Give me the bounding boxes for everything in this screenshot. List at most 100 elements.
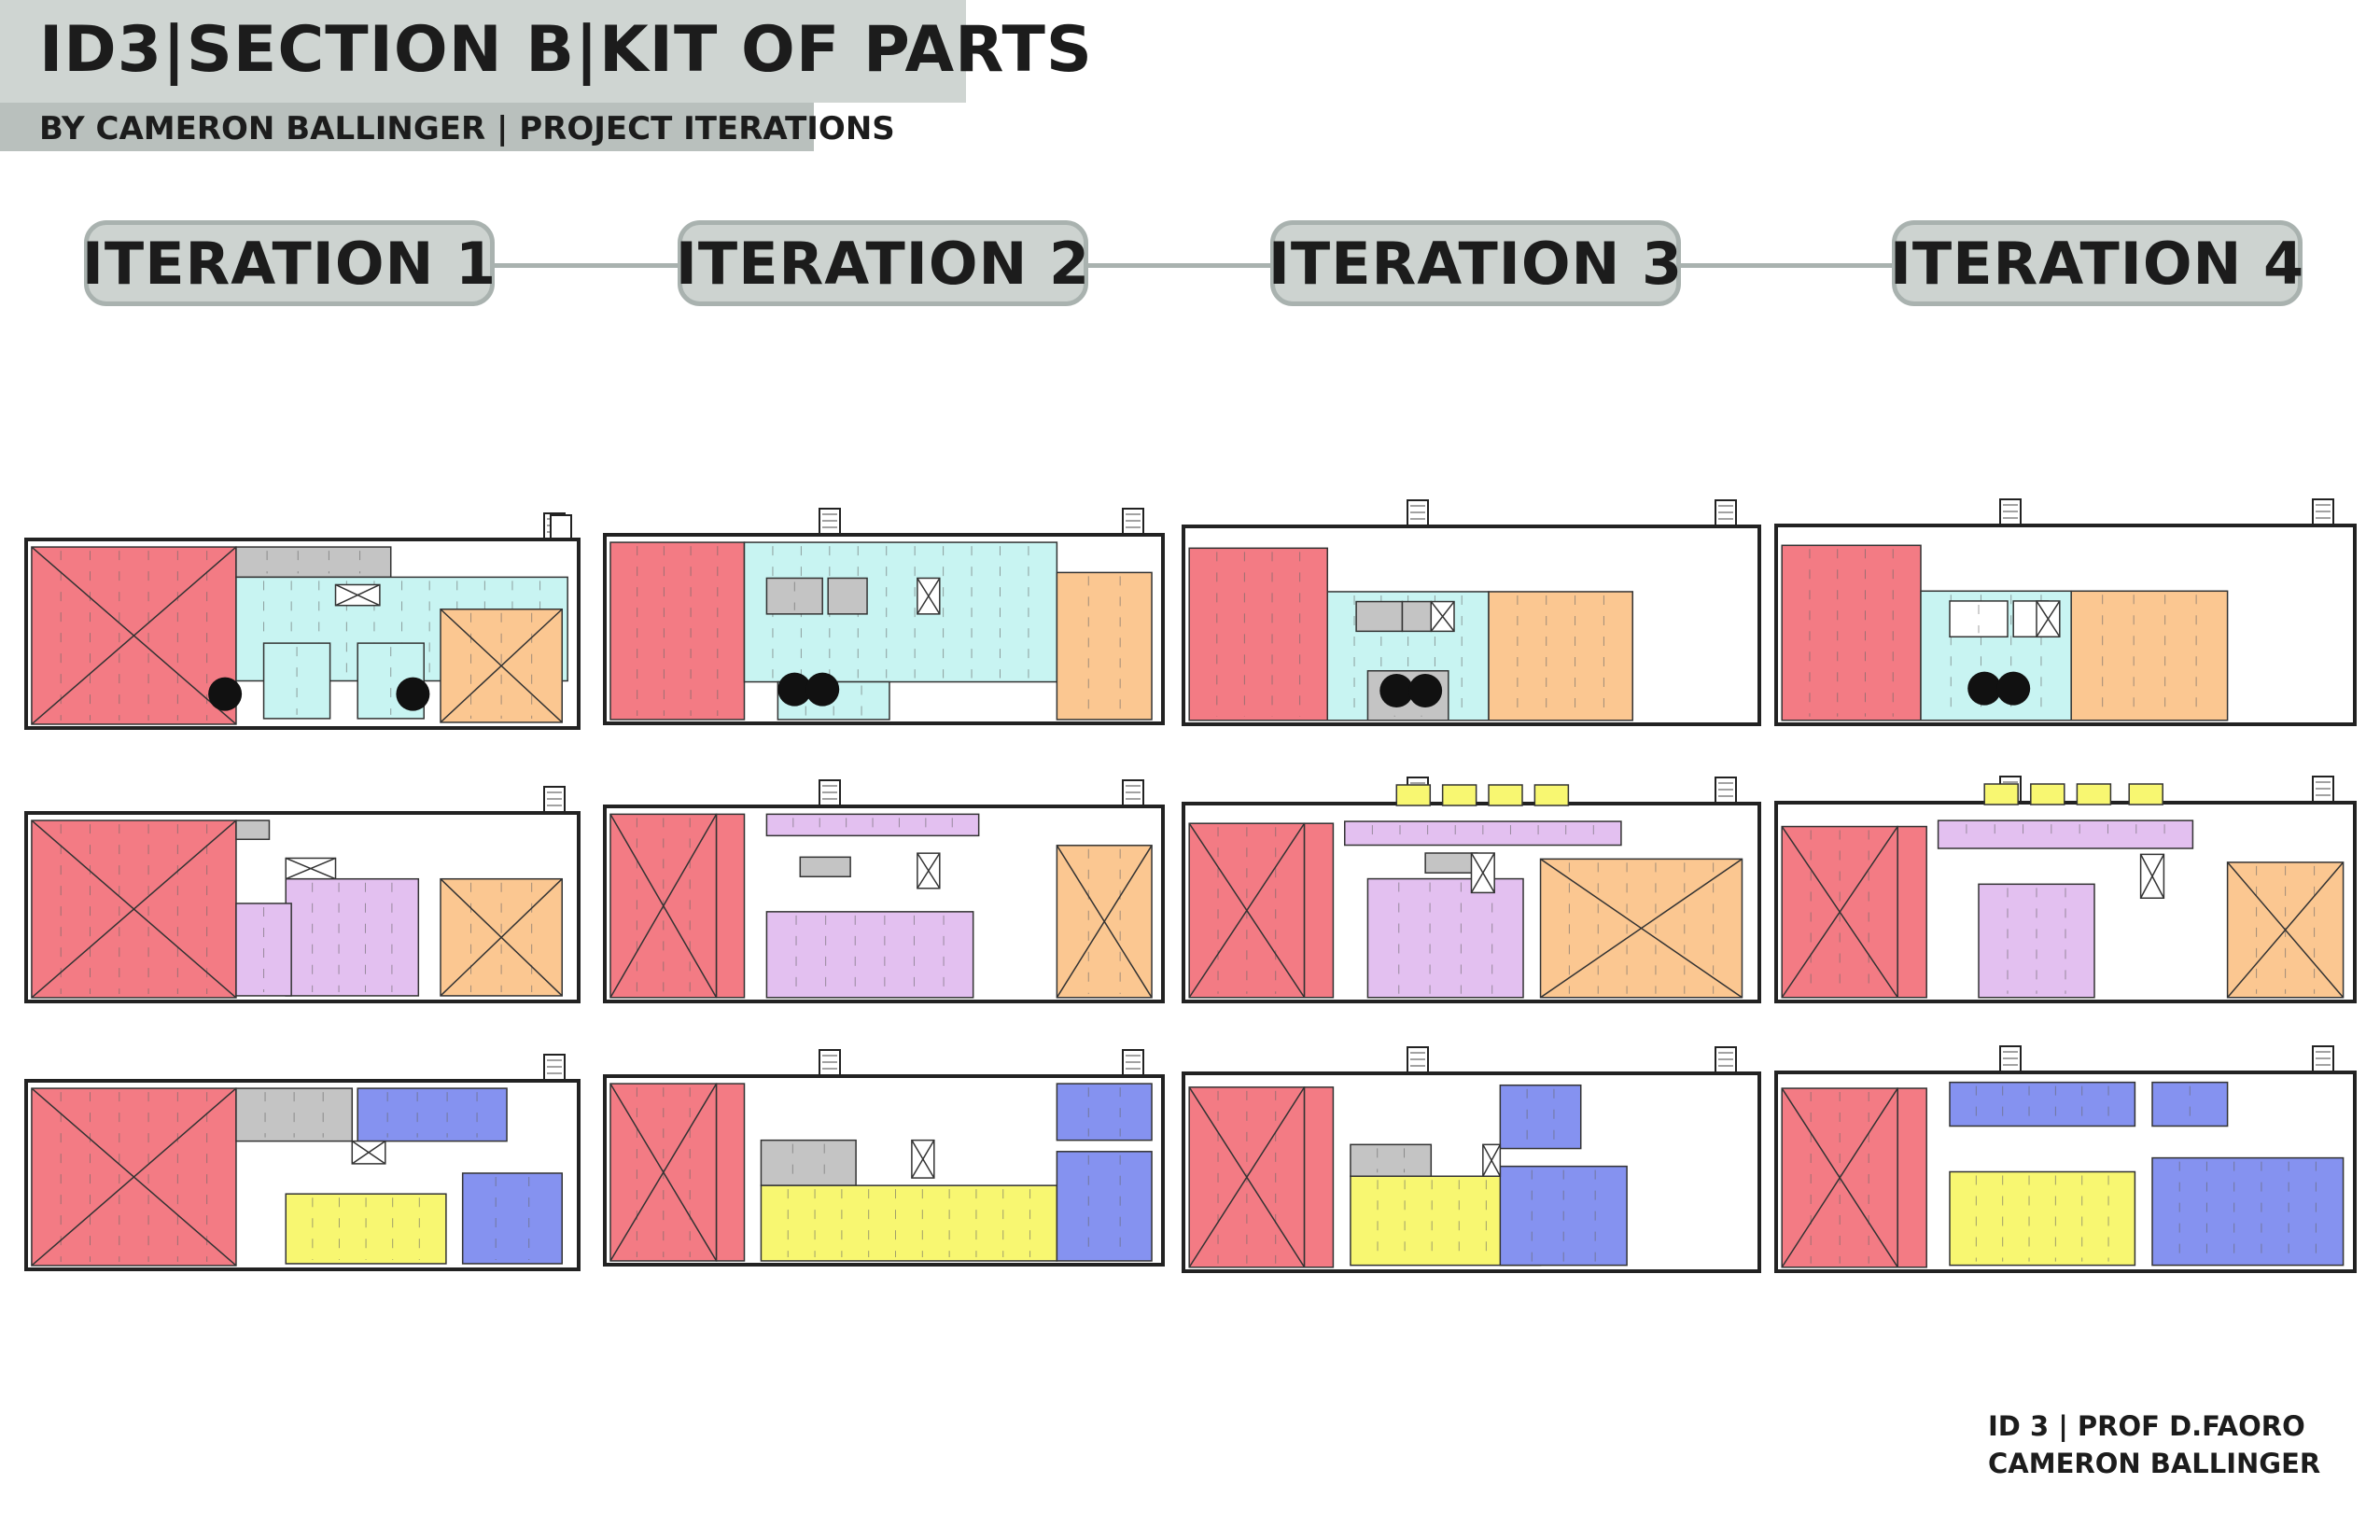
iteration-2-text: ITERATION 2 (675, 229, 1091, 298)
room-blue (2151, 1156, 2345, 1267)
room-red (1303, 1086, 1335, 1268)
plan-iter2-row2 (603, 779, 1165, 1003)
room-red (1188, 547, 1329, 721)
silo-circle (777, 672, 812, 707)
room-orange (2070, 590, 2229, 721)
plan-iter4-row3 (1774, 1045, 2357, 1273)
room-red (715, 1083, 746, 1262)
iteration-1-label: ITERATION 1 (81, 220, 497, 306)
plan-iter4-row2 (1774, 776, 2357, 1003)
balcony (1533, 784, 1570, 806)
balcony (1395, 784, 1432, 806)
cross-line (917, 852, 941, 889)
room-red (1303, 822, 1335, 999)
room-blue (1949, 1081, 2136, 1127)
room-blue (1056, 1083, 1153, 1141)
room-purple (1366, 877, 1524, 999)
room-orange (1488, 591, 1634, 721)
room-orange (1056, 571, 1153, 721)
silo-circle (396, 677, 430, 711)
plan-iter2-row3 (603, 1049, 1165, 1267)
footer-line-2: CAMERON BALLINGER (1988, 1448, 2321, 1479)
plan-iter1-row2 (24, 786, 581, 1003)
plan-iter3-row2 (1182, 777, 1761, 1003)
room-gray (1401, 600, 1433, 633)
cross-line (351, 1141, 386, 1165)
plan-iter1-row3 (24, 1054, 581, 1271)
page-title: ID3|SECTION B|KIT OF PARTS (39, 13, 1093, 87)
timeline-connector-1 (495, 263, 681, 268)
room-red (1781, 544, 1922, 721)
balcony (2128, 783, 2163, 805)
room-yellow (760, 1184, 1058, 1262)
timeline-connector-3 (1680, 263, 1895, 268)
room-gray (1355, 600, 1404, 633)
room-blue (1499, 1165, 1628, 1267)
cross-line (285, 857, 336, 880)
cross-line (1781, 826, 1898, 999)
cross-line (1188, 1086, 1306, 1268)
cross-line (2139, 854, 2165, 899)
room-gray (827, 577, 868, 615)
plan-iter3-row1 (1182, 499, 1761, 726)
plan-iter4-row1 (1774, 498, 2357, 726)
room-gray (1350, 1143, 1433, 1177)
cross-line (31, 819, 237, 999)
cross-line (911, 1140, 935, 1179)
cross-line (31, 546, 237, 725)
cross-line (1781, 1087, 1898, 1268)
iteration-3-text: ITERATION 3 (1267, 229, 1684, 298)
plan-iter2-row1 (603, 508, 1165, 725)
room-purple (1937, 819, 2194, 849)
room-blue (1056, 1151, 1153, 1262)
room-blue (461, 1172, 563, 1265)
room-gray (1424, 852, 1478, 874)
balcony (1441, 784, 1477, 806)
silo-circle (1996, 671, 2031, 706)
cross-line (2227, 861, 2345, 999)
room-red (715, 813, 746, 999)
room-gray (235, 546, 392, 579)
cross-line (917, 578, 941, 615)
cross-line (31, 1087, 237, 1267)
footer-credits: ID 3 | PROF D.FAORO CAMERON BALLINGER (1988, 1407, 2320, 1482)
room-red (609, 541, 746, 721)
room-purple (765, 911, 974, 999)
room-red (1897, 1087, 1927, 1268)
balcony (1488, 784, 1523, 806)
room-yellow (1949, 1170, 2136, 1267)
iteration-2-label: ITERATION 2 (675, 220, 1091, 306)
silo-circle (1408, 673, 1443, 707)
cross-line (440, 609, 563, 723)
title-banner: ID3|SECTION B|KIT OF PARTS (0, 0, 1092, 103)
room-blue (1499, 1084, 1582, 1150)
timeline-connector-2 (1087, 263, 1274, 268)
cross-line (2036, 600, 2061, 637)
iteration-4-text: ITERATION 4 (1889, 229, 2305, 298)
cross-line (609, 1083, 718, 1262)
room-gray (799, 856, 851, 877)
cross-line (1540, 858, 1743, 999)
room-purple (1978, 883, 2095, 999)
cross-line (1188, 822, 1306, 999)
balcony (2030, 783, 2065, 805)
cross-line (1056, 845, 1153, 999)
cross-line (335, 583, 381, 607)
iteration-1-text: ITERATION 1 (81, 229, 497, 298)
cross-line (1430, 601, 1455, 632)
subtitle-banner: BY CAMERON BALLINGER | PROJECT ITERATION… (0, 103, 895, 151)
silo-circle (805, 672, 840, 707)
room-purple (285, 877, 420, 997)
room-red (1897, 825, 1927, 999)
silo-circle (208, 677, 243, 711)
balcony (1983, 783, 2019, 805)
cross-line (1470, 852, 1495, 893)
cross-line (440, 878, 563, 997)
cross-line (609, 813, 718, 999)
page-subtitle: BY CAMERON BALLINGER | PROJECT ITERATION… (39, 110, 895, 147)
iteration-4-label: ITERATION 4 (1889, 220, 2305, 306)
cross-line (1482, 1143, 1502, 1177)
plan-iter3-row3 (1182, 1046, 1761, 1273)
balcony (2076, 783, 2112, 805)
